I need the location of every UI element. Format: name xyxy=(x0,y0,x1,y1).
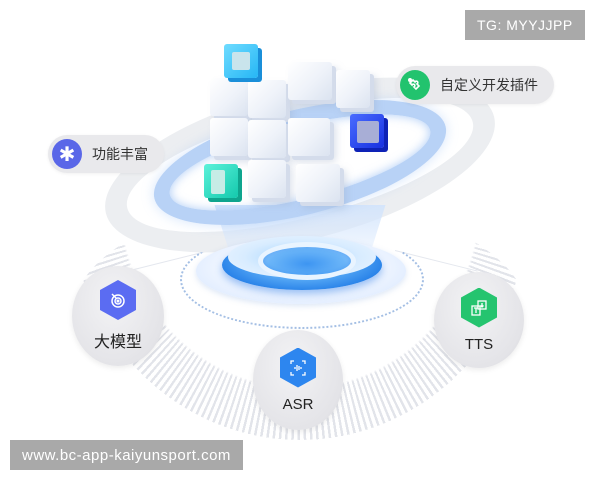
watermark-bottom-text: www.bc-app-kaiyunsport.com xyxy=(22,446,231,464)
cube xyxy=(248,80,286,118)
target-icon xyxy=(100,280,136,320)
cube xyxy=(336,70,370,108)
cube xyxy=(210,118,248,156)
cube xyxy=(296,164,340,202)
platform-inner-ring xyxy=(258,242,356,280)
module-label: ASR xyxy=(282,395,314,413)
cube xyxy=(288,62,332,100)
cyan-cube xyxy=(224,44,258,78)
cube-stack xyxy=(200,40,390,210)
cube xyxy=(288,118,330,156)
asterisk-icon: ✱ xyxy=(52,139,82,169)
module-llm: 大模型 xyxy=(72,266,164,366)
feature-label: 功能丰富 xyxy=(92,147,148,163)
feature-pill-custom-plugin: 自定义开发插件 xyxy=(396,66,554,104)
cube xyxy=(248,160,286,198)
module-tts: TTS xyxy=(434,272,524,368)
module-label: TTS xyxy=(464,335,494,353)
feature-pill-rich-functions: ✱ 功能丰富 xyxy=(48,135,164,173)
watermark-top: TG: MYYJJPP xyxy=(465,10,585,40)
module-asr: ASR xyxy=(253,330,343,430)
cube xyxy=(248,120,286,158)
module-label: 大模型 xyxy=(93,332,142,351)
voice-waveform-icon xyxy=(280,347,316,388)
teal-cube xyxy=(204,164,238,198)
dotted-orbit-arc xyxy=(180,230,424,329)
blue-cube xyxy=(350,114,384,148)
feature-label: 自定义开发插件 xyxy=(440,78,538,94)
watermark-top-text: TG: MYYJJPP xyxy=(477,17,573,33)
cube xyxy=(210,78,248,116)
watermark-bottom: www.bc-app-kaiyunsport.com xyxy=(10,440,243,470)
text-convert-icon xyxy=(461,287,497,328)
puzzle-icon xyxy=(400,70,430,100)
